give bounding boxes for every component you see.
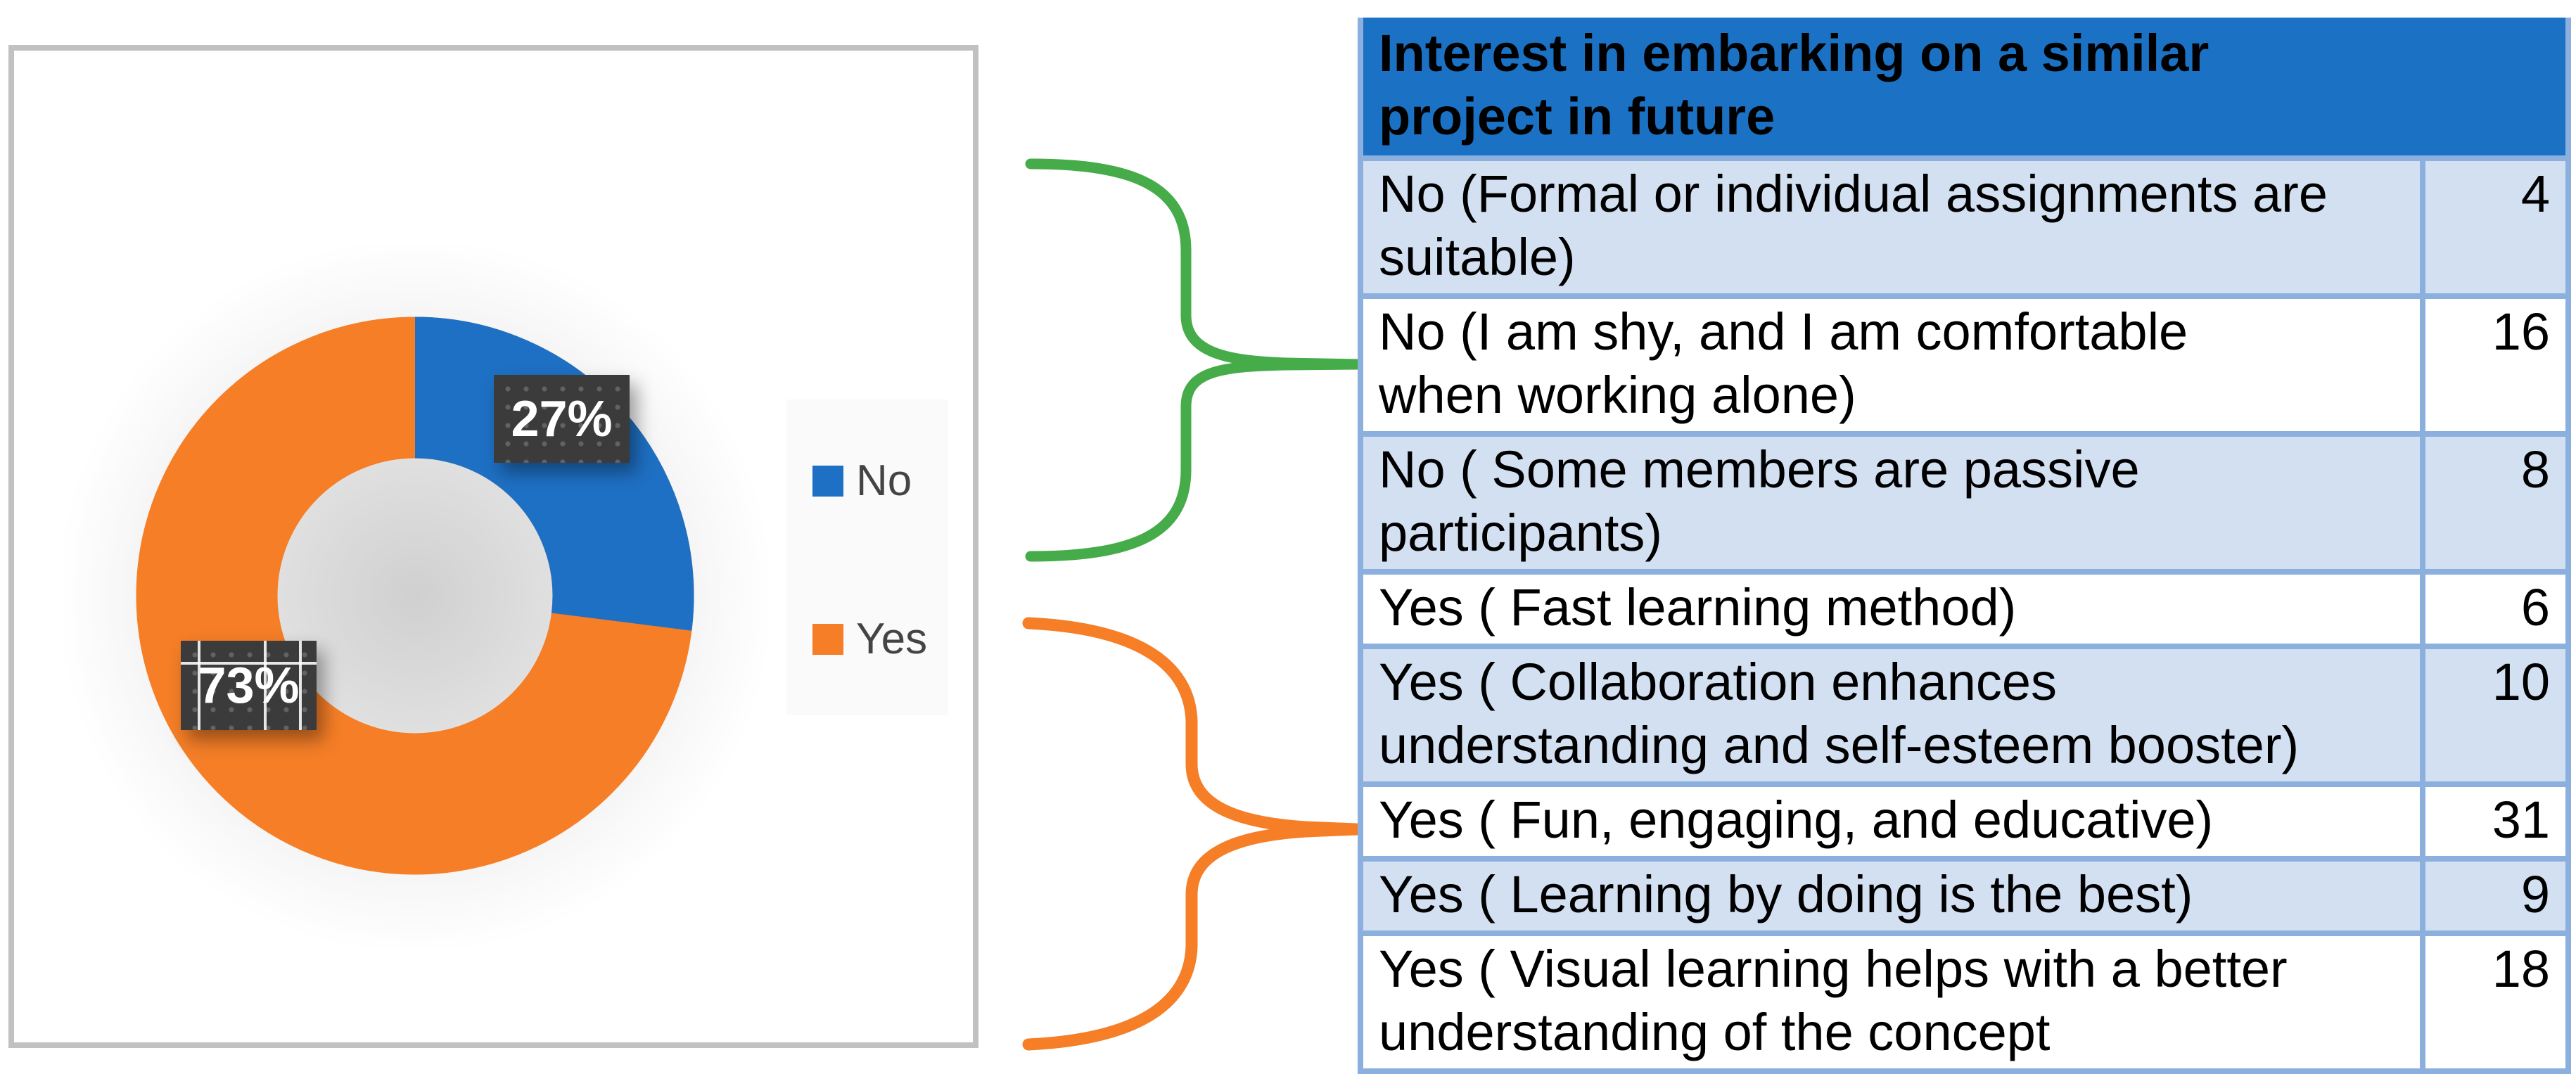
donut-chart — [136, 317, 694, 875]
legend-label-no: No — [856, 456, 912, 505]
row-label: Yes ( Collaboration enhances understandi… — [1379, 653, 2300, 774]
donut-chart-panel: 27% 73% No Yes — [8, 45, 978, 1048]
data-label-yes-text: 73% — [198, 657, 300, 714]
table-header: Interest in embarking on a similar proje… — [1363, 18, 2565, 155]
row-count: 4 — [2420, 161, 2565, 293]
legend-swatch-yes — [812, 624, 843, 655]
brace-no-group — [1025, 158, 1366, 562]
row-label: Yes ( Fast learning method) — [1379, 578, 2017, 637]
selection-line — [264, 641, 267, 730]
table-row: Yes ( Learning by doing is the best) 9 — [1363, 856, 2565, 931]
data-label-no-text: 27% — [511, 390, 613, 447]
donut-slice-no — [136, 317, 694, 875]
row-label: Yes ( Fun, engaging, and educative) — [1379, 791, 2214, 849]
row-label: No ( Some members are passive participan… — [1379, 440, 2140, 562]
row-count: 8 — [2420, 437, 2565, 569]
data-label-yes: 73% — [181, 641, 317, 730]
data-label-no: 27% — [494, 375, 630, 463]
row-label: No (Formal or individual assignments are… — [1379, 165, 2328, 286]
row-label: Yes ( Learning by doing is the best) — [1379, 865, 2193, 923]
table-row: No (Formal or individual assignments are… — [1363, 155, 2565, 293]
survey-table: Interest in embarking on a similar proje… — [1358, 18, 2571, 1074]
legend-item-yes: Yes — [812, 615, 928, 663]
legend-panel — [786, 399, 948, 715]
table-row: Yes ( Collaboration enhances understandi… — [1363, 644, 2565, 781]
table-row: Yes ( Visual learning helps with a bette… — [1363, 931, 2565, 1068]
legend-item-no: No — [812, 456, 912, 505]
table-row: Yes ( Fast learning method) 6 — [1363, 569, 2565, 644]
row-count: 6 — [2420, 575, 2565, 644]
row-label: No (I am shy, and I am comfortable when … — [1379, 302, 2188, 424]
table-row: No (I am shy, and I am comfortable when … — [1363, 293, 2565, 431]
legend-swatch-no — [812, 466, 843, 497]
table-row: Yes ( Fun, engaging, and educative) 31 — [1363, 781, 2565, 856]
row-count: 9 — [2420, 862, 2565, 931]
selection-line — [181, 662, 317, 665]
legend-label-yes: Yes — [856, 615, 928, 663]
table-row: No ( Some members are passive participan… — [1363, 431, 2565, 569]
row-count: 16 — [2420, 299, 2565, 431]
selection-line — [198, 641, 200, 730]
row-count: 18 — [2420, 936, 2565, 1068]
selection-line — [299, 641, 302, 730]
row-label: Yes ( Visual learning helps with a bette… — [1379, 940, 2288, 1061]
row-count: 31 — [2420, 787, 2565, 856]
brace-yes-group — [1022, 617, 1363, 1051]
row-count: 10 — [2420, 649, 2565, 781]
